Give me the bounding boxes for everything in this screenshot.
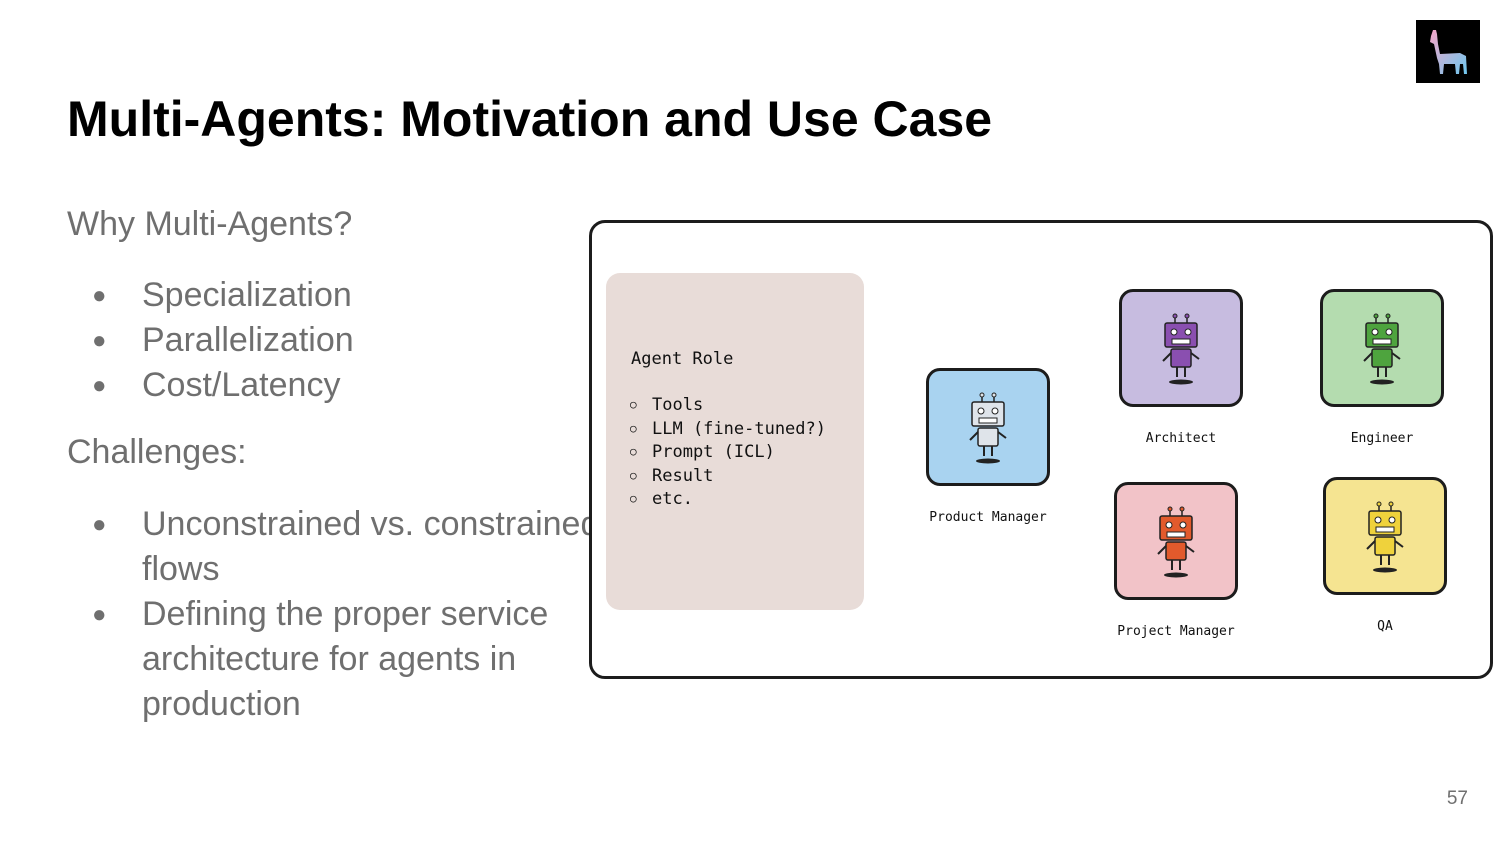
role-list-item: ○etc. — [630, 489, 693, 509]
robot-icon — [1157, 506, 1195, 578]
multi-agent-figure: Agent Role ○Tools ○LLM (fine-tuned?) ○Pr… — [589, 220, 1493, 679]
bullet-dot-icon: ● — [92, 282, 107, 309]
role-list-item: ○Prompt (ICL) — [630, 442, 775, 462]
slide-title: Multi-Agents: Motivation and Use Case — [67, 91, 993, 147]
llama-logo — [1416, 20, 1480, 83]
agent-role-title: Agent Role — [631, 349, 734, 369]
llama-logo-icon — [1430, 30, 1467, 74]
bullet-dot-icon: ● — [92, 372, 107, 399]
bullet-dot-icon: ● — [92, 511, 107, 538]
robot-icon — [969, 392, 1007, 464]
hollow-bullet-icon: ○ — [630, 421, 637, 435]
role-list-item: ○LLM (fine-tuned?) — [630, 418, 826, 439]
hollow-bullet-icon: ○ — [630, 445, 637, 458]
agent-label: Architect — [1145, 431, 1217, 446]
robot-icon — [1162, 313, 1200, 385]
agent-tile — [1119, 289, 1243, 407]
why-heading: Why Multi-Agents? — [67, 205, 353, 243]
role-list-item: ○Result — [630, 465, 714, 486]
agent-label: QA — [1377, 619, 1393, 634]
page-number: 57 — [1446, 788, 1468, 809]
hollow-bullet-icon: ○ — [630, 398, 637, 411]
agent-tile — [1323, 477, 1447, 595]
left-text-column: Why Multi-Agents? ● Specialization ● Par… — [67, 205, 600, 723]
agent-tile — [1320, 289, 1444, 407]
agent-role-list: ○Tools ○LLM (fine-tuned?) ○Prompt (ICL) … — [630, 395, 826, 513]
agent-label: Product Manager — [929, 510, 1047, 525]
agent-label: Project Manager — [1117, 624, 1235, 639]
agent-role-card: Agent Role ○Tools ○LLM (fine-tuned?) ○Pr… — [606, 273, 864, 610]
robot-icon — [1366, 501, 1404, 573]
agent-label: Engineer — [1350, 431, 1414, 446]
robot-icon — [1363, 313, 1401, 385]
bullet-dot-icon: ● — [92, 327, 107, 354]
challenges-heading: Challenges: — [67, 433, 247, 471]
role-list-item: ○Tools — [630, 395, 704, 415]
hollow-bullet-icon: ○ — [630, 492, 637, 505]
agent-tile — [1114, 482, 1238, 600]
hollow-bullet-icon: ○ — [630, 468, 637, 482]
bullet-dot-icon: ● — [92, 601, 107, 628]
agent-tile — [926, 368, 1050, 486]
